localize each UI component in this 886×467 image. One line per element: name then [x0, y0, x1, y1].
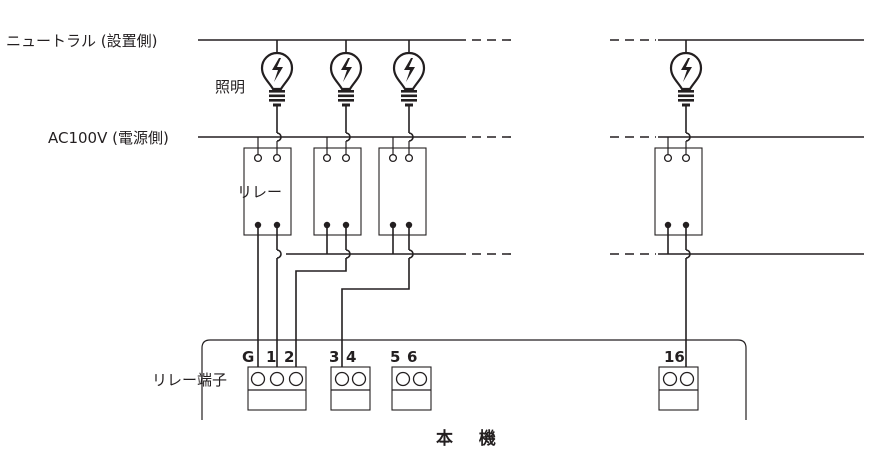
relay-3: [378, 137, 427, 236]
lightbulb-icon: [329, 51, 363, 108]
main-unit-outline: [201, 339, 747, 420]
terminal-label-2: 2: [284, 348, 294, 366]
relay-terminal-label: リレー端子: [152, 371, 227, 389]
lightbulb-icon: [260, 51, 294, 108]
terminal-label-5: 5: [390, 348, 400, 366]
terminal-label-1: 1: [266, 348, 276, 366]
terminal-label-g: G: [242, 348, 254, 366]
terminal-block-16: [658, 366, 699, 411]
terminal-label-4: 4: [346, 348, 356, 366]
terminal-block-34: [330, 366, 371, 411]
terminal-block-56: [391, 366, 432, 411]
relay-16: [654, 137, 703, 236]
main-unit-label: 本 機: [436, 428, 506, 449]
relay-2: [313, 137, 362, 236]
terminal-label-16: 16: [664, 348, 685, 366]
terminal-block-g12: [247, 366, 307, 411]
lighting-label: 照明: [215, 78, 245, 96]
terminal-wires: [257, 225, 691, 372]
relay-1: [243, 137, 292, 236]
terminal-label-6: 6: [407, 348, 417, 366]
relay-label: リレー: [237, 183, 282, 201]
neutral-label: ニュートラル (設置側): [6, 32, 157, 50]
lightbulb-icon: [669, 51, 703, 108]
ac-source-label: AC100V (電源側): [48, 129, 169, 147]
lightbulb-icon: [392, 51, 426, 108]
terminal-label-3: 3: [329, 348, 339, 366]
